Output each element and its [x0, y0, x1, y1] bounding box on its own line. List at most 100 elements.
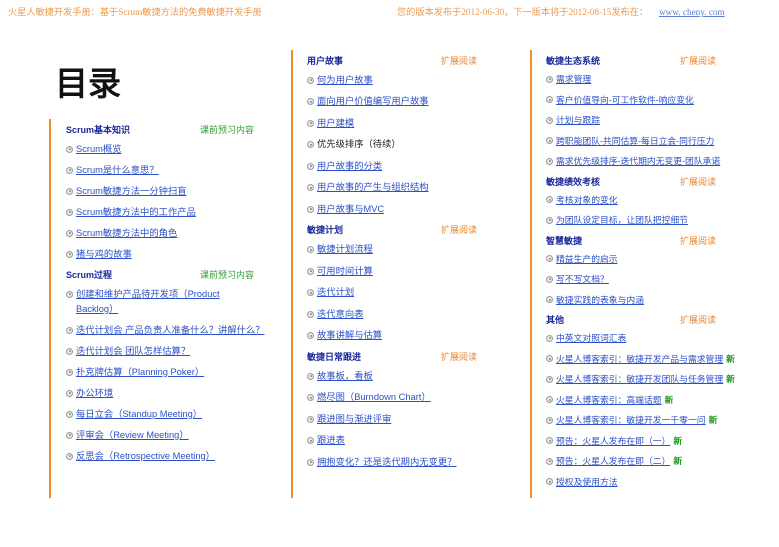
- bullet-icon: [66, 166, 73, 174]
- toc-link[interactable]: 精益生产的启示: [556, 253, 618, 264]
- toc-item: Scrum是什么意思？: [66, 163, 265, 178]
- toc-link[interactable]: Scrum敏捷方法一分钟扫盲: [76, 185, 187, 196]
- toc-link[interactable]: 写不写文档？: [556, 274, 609, 284]
- toc-item: 面向用户价值编写用户故事: [307, 94, 456, 109]
- toc-item: 火星人博客索引：敏捷开发团队与任务管理新: [546, 372, 735, 386]
- toc-link[interactable]: 计划与跟踪: [556, 115, 600, 125]
- toc-section: Scrum基本知识 课前预习内容 Scrum概览 Scrum是什么意思？ Scr…: [66, 123, 265, 262]
- toc-link[interactable]: 评审会（Review Meeting）: [76, 429, 189, 440]
- bullet-icon: [546, 255, 553, 262]
- bullet-icon: [66, 145, 73, 153]
- bullet-icon: [546, 334, 553, 342]
- toc-link[interactable]: 燃尽图（Burndown Chart）: [317, 392, 431, 402]
- bullet-icon: [307, 162, 314, 170]
- section-tag-extended: 扩展阅读: [680, 56, 717, 66]
- toc-link[interactable]: 火星人博客索引：高端话题: [556, 394, 662, 405]
- toc-link[interactable]: 迭代计划会 团队怎样估算？: [76, 345, 191, 356]
- toc-column-1: Scrum基本知识 课前预习内容 Scrum概览 Scrum是什么意思？ Scr…: [66, 123, 265, 464]
- toc-link[interactable]: 扑克牌估算（Planning Poker）: [76, 366, 205, 377]
- toc-link[interactable]: 敏捷计划流程: [317, 244, 373, 254]
- toc-link[interactable]: 考核对象的变化: [556, 194, 618, 205]
- toc-item: 用户建模: [307, 116, 456, 131]
- toc-link[interactable]: 迭代意向表: [317, 308, 364, 319]
- toc-link[interactable]: 故事板，看板: [317, 370, 373, 381]
- toc-link[interactable]: 反思会（Retrospective Meeting）: [76, 450, 215, 461]
- toc-section: Scrum过程 课前预习内容 创建和维护产品待开发项（Product Backl…: [66, 268, 265, 464]
- toc-link[interactable]: 跨职能团队-共同估算-每日立会-同行压力: [556, 135, 715, 146]
- toc-link[interactable]: 预告：火星人发布在即（二）: [556, 456, 671, 466]
- toc-item: 故事讲解与估算: [307, 328, 456, 343]
- toc-link[interactable]: 客户价值导向-可工作软件-响应变化: [556, 94, 694, 105]
- bullet-icon: [307, 310, 314, 318]
- toc-link[interactable]: Scrum敏捷方法中的工作产品: [76, 206, 196, 217]
- toc-link[interactable]: 迭代计划会 产品负责人准备什么？讲解什么？: [76, 324, 265, 335]
- bullet-icon: [546, 216, 553, 224]
- toc-link[interactable]: 火星人博客索引：敏捷开发团队与任务管理: [556, 374, 724, 384]
- bullet-icon: [307, 119, 314, 127]
- toc-item: 需求管理: [546, 72, 735, 86]
- toc-link[interactable]: 拥抱变化？还是迭代期内无变更？: [317, 456, 457, 467]
- toc-item: 火星人博客索引：高端话题新: [546, 393, 735, 407]
- toc-link[interactable]: Scrum敏捷方法中的角色: [76, 227, 178, 238]
- toc-link[interactable]: 为团队设定目标，让团队把控细节: [556, 215, 688, 225]
- bullet-icon: [546, 375, 553, 383]
- bullet-icon: [546, 396, 553, 403]
- toc-link[interactable]: 迭代计划: [317, 287, 355, 297]
- bullet-icon: [546, 478, 553, 485]
- toc-item: Scrum敏捷方法中的工作产品: [66, 205, 265, 220]
- bullet-icon: [66, 187, 73, 195]
- toc-item: 评审会（Review Meeting）: [66, 428, 265, 443]
- section-heading: 敏捷计划 扩展阅读: [307, 223, 477, 238]
- header-version-info: 您的版本发布于2012-06-30，下一版本将于2012-08-15发布在：: [397, 7, 649, 17]
- toc-link[interactable]: 预告：火星人发布在即（一）: [556, 435, 671, 446]
- toc-link[interactable]: 每日立会（Standup Meeting）: [76, 408, 203, 419]
- toc-item: 拥抱变化？还是迭代期内无变更？: [307, 455, 456, 470]
- toc-link[interactable]: 办公环境: [76, 387, 114, 398]
- toc-item: 燃尽图（Burndown Chart）: [307, 390, 456, 405]
- bullet-icon: [307, 289, 314, 296]
- toc-link[interactable]: 火星人博客索引：敏捷开发产品与需求管理: [556, 353, 724, 364]
- toc-link[interactable]: 用户故事的产生与组织结构: [317, 182, 429, 192]
- toc-item: 火星人博客索引：敏捷开发一千零一问新: [546, 413, 735, 427]
- section-heading: 其他 扩展阅读: [546, 313, 735, 327]
- toc-item: 授权及使用方法: [546, 475, 735, 489]
- toc-item: 敏捷实践的表象与内涵: [546, 293, 735, 307]
- toc-link[interactable]: 敏捷实践的表象与内涵: [556, 294, 644, 305]
- toc-item: 客户价值导向-可工作软件-响应变化: [546, 93, 735, 107]
- toc-link[interactable]: 授权及使用方法: [556, 476, 618, 487]
- toc-link[interactable]: 创建和维护产品待开发项（Product Backlog）: [76, 288, 220, 314]
- bullet-icon: [546, 437, 553, 444]
- toc-link[interactable]: 需求优先级排序-迭代期内无变更-团队承诺: [556, 156, 721, 166]
- toc-entry-unlinked: 优先级排序（待续）: [317, 139, 401, 149]
- bullet-icon: [546, 416, 553, 424]
- section-title: 敏捷计划: [307, 225, 344, 235]
- toc-link[interactable]: 火星人博客索引：敏捷开发一千零一问: [556, 415, 706, 425]
- bullet-icon: [546, 96, 553, 103]
- toc-link[interactable]: 用户建模: [317, 117, 355, 128]
- toc-item: 计划与跟踪: [546, 113, 735, 127]
- bullet-icon: [66, 389, 73, 397]
- toc-link[interactable]: 中英文对照词汇表: [556, 333, 627, 343]
- toc-link[interactable]: 何为用户故事: [317, 74, 373, 85]
- bullet-icon: [66, 431, 73, 439]
- toc-link[interactable]: 用户故事与MVC: [317, 203, 385, 214]
- toc-link[interactable]: 故事讲解与估算: [317, 330, 383, 340]
- bullet-icon: [307, 415, 314, 423]
- toc-link[interactable]: 跟进表: [317, 435, 345, 445]
- section-tag-preview: 课前预习内容: [200, 124, 255, 135]
- toc-link[interactable]: Scrum概览: [76, 143, 122, 154]
- toc-link[interactable]: 猪与鸡的故事: [76, 248, 132, 259]
- toc-link[interactable]: 用户故事的分类: [317, 160, 383, 171]
- new-badge: 新: [664, 394, 674, 405]
- section-tag-extended: 扩展阅读: [680, 315, 717, 325]
- toc-link[interactable]: 跟进图与渐进评审: [317, 413, 392, 424]
- toc-link[interactable]: Scrum是什么意思？: [76, 164, 159, 175]
- header-site-link[interactable]: www. cheny. com: [659, 7, 725, 17]
- section-heading: 敏捷日常跟进 扩展阅读: [307, 350, 477, 365]
- toc-link[interactable]: 可用时间计算: [317, 265, 373, 276]
- toc-item: Scrum敏捷方法一分钟扫盲: [66, 184, 265, 199]
- bullet-icon: [307, 372, 314, 380]
- toc-link[interactable]: 需求管理: [556, 74, 592, 84]
- toc-link[interactable]: 面向用户价值编写用户故事: [317, 96, 429, 106]
- toc-item: 每日立会（Standup Meeting）: [66, 407, 265, 422]
